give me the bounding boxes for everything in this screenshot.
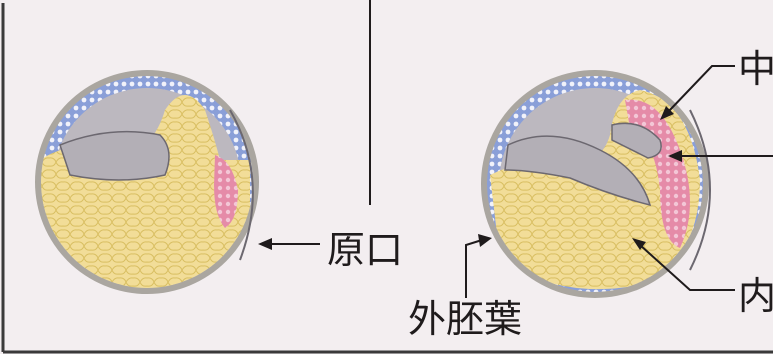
archenteron [60, 132, 169, 180]
blastopore-label: 原口 [327, 231, 403, 269]
mesoderm-pointer [668, 66, 735, 112]
ectoderm-pointer [466, 240, 482, 298]
endoderm-label: 内 [738, 277, 773, 315]
ectoderm-label: 外胚葉 [408, 300, 522, 338]
embryo-early [35, 70, 259, 300]
mesoderm-label: 中 [738, 50, 773, 88]
blastopore-arrowhead [258, 238, 272, 250]
ectoderm-arrowhead [478, 234, 492, 247]
